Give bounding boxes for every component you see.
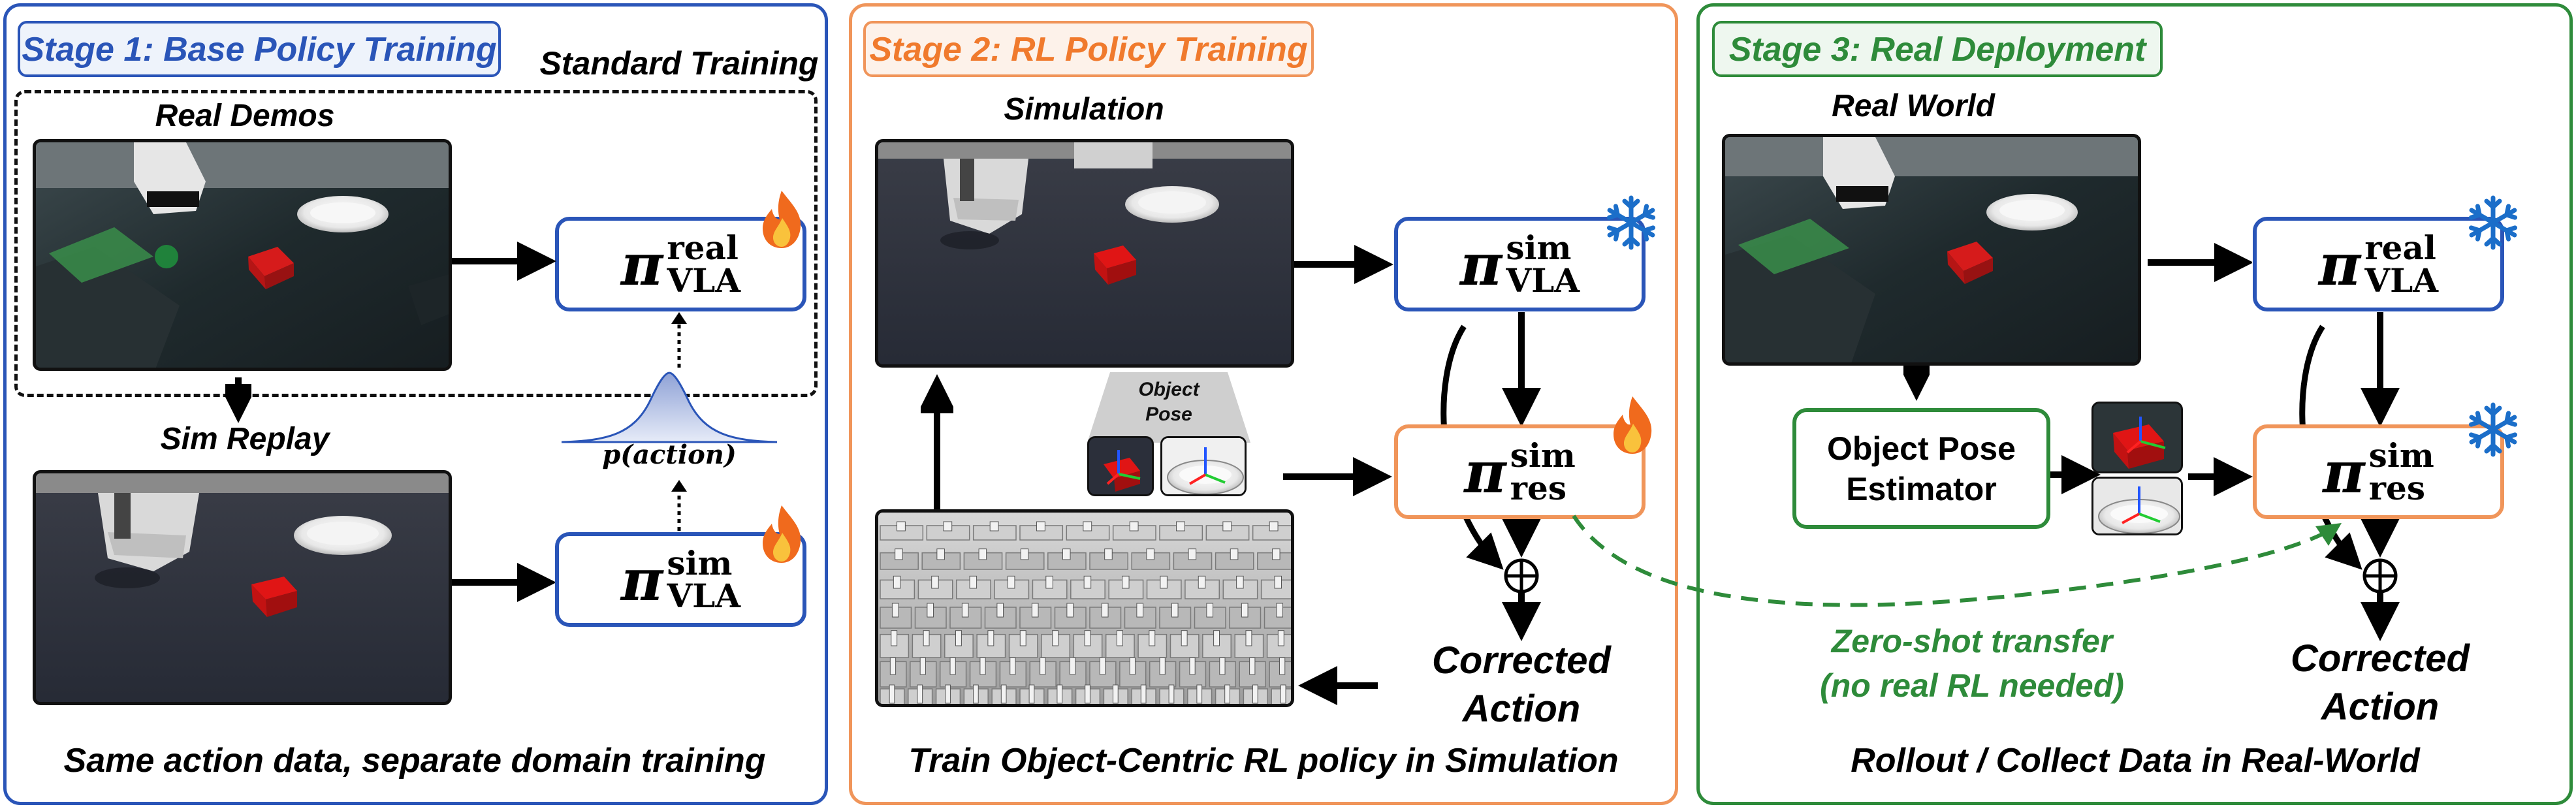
fire-icon: [763, 191, 801, 248]
fire-icon: [763, 505, 801, 563]
real-demos-image: [33, 139, 452, 371]
policy-symbol: π: [620, 545, 663, 614]
standard-training-group: [14, 90, 818, 397]
policy-subscript: VLA: [667, 576, 741, 615]
action-distribution-curve: [562, 372, 777, 443]
corrected-line1: Corrected: [2291, 637, 2470, 680]
sim-replay-label: Sim Replay: [160, 422, 330, 456]
arrow-pose-to-real-residual: [2188, 457, 2253, 496]
object-pose-panel: [1087, 372, 1250, 443]
policy-subscript: res: [2368, 468, 2425, 507]
action-distribution-label: p(action): [602, 439, 737, 470]
real-pose-bowl-thumbnail: [2091, 477, 2183, 535]
stage3-title: Stage 3: Real Deployment: [1712, 21, 2163, 77]
object-pose-line1: Object: [1138, 379, 1200, 400]
real-world-image: [1722, 134, 2141, 366]
stage2-caption: Train Object-Centric RL policy in Simula…: [908, 742, 1619, 780]
policy-symbol: π: [1459, 230, 1503, 298]
policy-superscript: sim: [1510, 436, 1576, 475]
stage3-panel: [1696, 3, 2573, 805]
arrow-realworld-to-policy: [2148, 243, 2252, 282]
corrected-line2: Action: [1462, 688, 1581, 730]
corrected-line1: Corrected: [1432, 639, 1611, 682]
zero-shot-transfer-label: Zero-shot transfer (no real RL needed): [1770, 619, 2174, 708]
stage1-caption: Same action data, separate domain traini…: [63, 742, 766, 780]
transfer-line1: Zero-shot transfer: [1831, 623, 2113, 659]
policy-symbol: π: [2323, 437, 2365, 506]
arrow-simreplay-to-policy: [452, 563, 556, 602]
stage2-panel: [849, 3, 1678, 805]
policy-symbol: π: [2318, 230, 2361, 298]
arrow-simulation-to-policy: [1294, 245, 1393, 284]
object-pose-estimator: Object Pose Estimator: [1792, 408, 2050, 529]
policy-subscript: VLA: [1506, 261, 1580, 300]
policy-symbol: π: [620, 230, 663, 298]
object-pose-label: Object Pose: [1110, 377, 1228, 427]
stage3-caption: Rollout / Collect Data in Real-World: [1851, 742, 2420, 780]
arrow-realdemos-to-simreplay: [225, 377, 251, 423]
dotted-arrow-to-real-policy: [671, 312, 687, 368]
policy-superscript: sim: [2368, 436, 2434, 475]
policy-superscript: sim: [1506, 228, 1572, 267]
simulation-image: [875, 139, 1294, 368]
estimator-line2: Estimator: [1846, 470, 1997, 507]
arrow-action-to-parallel: [1298, 666, 1378, 705]
dotted-arrow-to-distribution: [671, 480, 687, 531]
snowflake-icon: [2468, 402, 2518, 457]
real-demos-label: Real Demos: [155, 99, 335, 133]
arrow-realdemos-to-policy: [452, 242, 556, 281]
snowflake-icon: [1606, 195, 1656, 250]
real-pose-cube-thumbnail: [2091, 402, 2183, 473]
arrow-parallel-to-simulation: [921, 374, 953, 509]
object-pose-bowl-thumbnail: [1160, 436, 1247, 496]
policy-subscript: VLA: [2364, 261, 2439, 300]
policy-subscript: res: [1510, 468, 1566, 507]
standard-training-label: Standard Training: [539, 45, 819, 82]
estimator-line1: Object Pose: [1827, 430, 2016, 467]
stage3-corrected-action: Corrected Action: [2250, 635, 2511, 731]
object-pose-cube-thumbnail: [1087, 436, 1154, 496]
stage2-title: Stage 2: RL Policy Training: [863, 21, 1314, 77]
snowflake-icon: [2468, 195, 2518, 250]
policy-superscript: sim: [667, 543, 733, 582]
corrected-line2: Action: [2321, 686, 2440, 728]
arrow-realworld-to-estimator: [1903, 366, 1930, 401]
arrow-estimator-to-pose: [2050, 455, 2101, 494]
policy-symbol: π: [1464, 437, 1506, 506]
object-pose-line2: Pose: [1145, 404, 1192, 425]
sim-replay-image: [33, 470, 452, 705]
stage1-panel: [3, 3, 828, 805]
stage1-title: Stage 1: Base Policy Training: [18, 21, 501, 77]
arrow-pose-to-residual: [1283, 457, 1392, 496]
policy-superscript: real: [667, 228, 739, 267]
policy-superscript: real: [2364, 228, 2436, 267]
fire-icon: [1614, 396, 1652, 454]
simulation-label: Simulation: [1004, 92, 1164, 127]
policy-subscript: VLA: [667, 261, 741, 300]
parallel-simulation-image: [875, 509, 1294, 707]
transfer-line2: (no real RL needed): [1820, 667, 2124, 704]
real-world-label: Real World: [1832, 89, 1995, 123]
stage2-corrected-action: Corrected Action: [1391, 637, 1652, 733]
